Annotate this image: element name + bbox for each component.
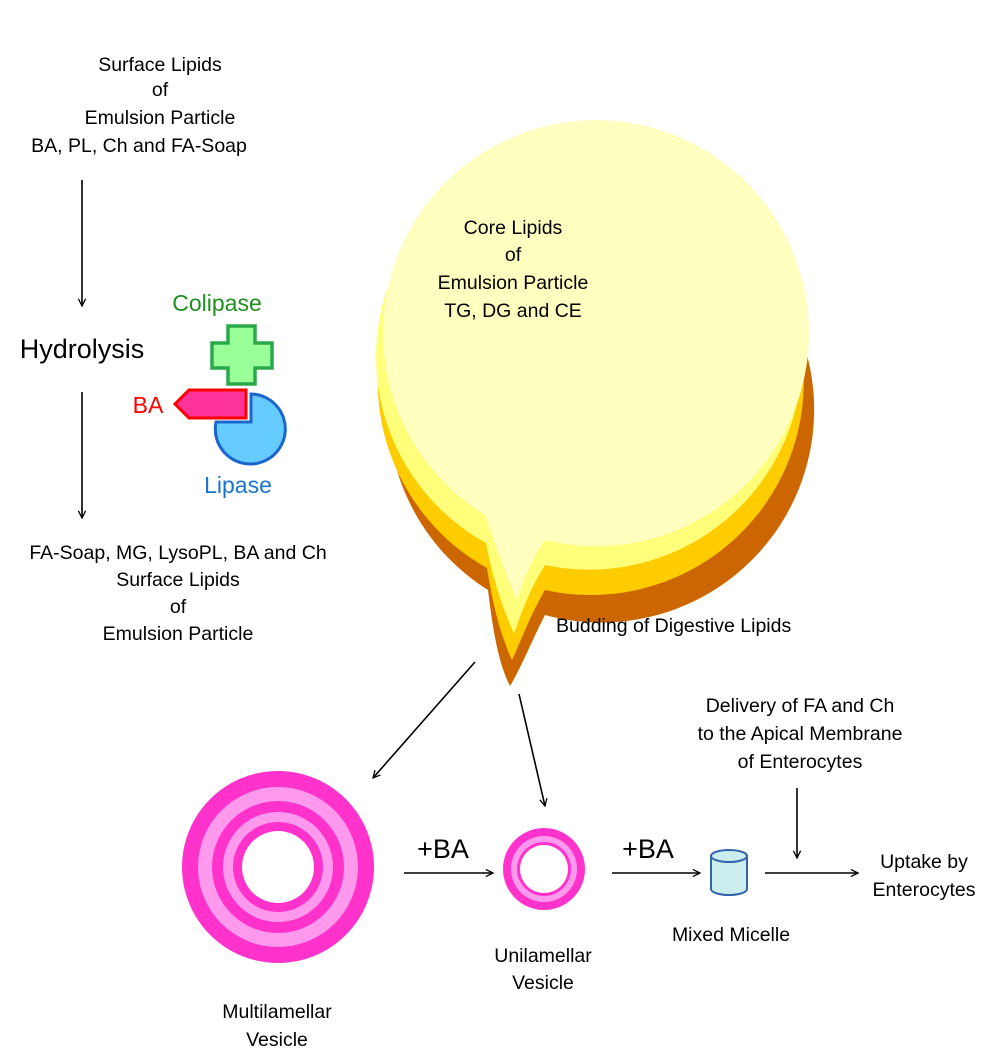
unilamellar-label-line-1: Unilamellar [494, 945, 592, 967]
budding-label: Budding of Digestive Lipids [556, 615, 791, 637]
surface-lipids-top-line-1: Surface Lipids [98, 54, 222, 76]
delivery-label-line-3: of Enterocytes [738, 751, 863, 773]
mixed-micelle-body [710, 855, 748, 896]
surface-lipids-bottom-line-4: Emulsion Particle [103, 623, 254, 645]
enzyme-complex: Colipase BA Lipase [133, 290, 287, 498]
uptake-label-line-1: Uptake by [880, 851, 968, 873]
unilamellar-label-line-2: Vesicle [512, 972, 574, 994]
surface-lipids-bottom-line-2: Surface Lipids [116, 569, 240, 591]
multilamellar-lumen [242, 831, 314, 903]
unilamellar-lumen [520, 845, 568, 893]
lipase-icon [213, 392, 287, 466]
core-lipids-line-2: of [505, 244, 522, 266]
mixed-micelle-label: Mixed Micelle [672, 924, 790, 946]
mixed-micelle-top [710, 849, 748, 863]
hydrolysis-label: Hydrolysis [20, 334, 145, 364]
surface-lipids-top-label: Surface Lipids of Emulsion Particle BA, … [31, 54, 247, 157]
delivery-label-line-2: to the Apical Membrane [698, 723, 903, 745]
ba-arrow-icon [172, 388, 248, 420]
unilamellar-vesicle [503, 828, 585, 910]
mixed-micelle-cylinder-icon [710, 849, 748, 896]
emulsion-particle: Core Lipids of Emulsion Particle TG, DG … [376, 120, 815, 686]
colipase-cross-icon [210, 324, 274, 386]
core-lipids-line-3: Emulsion Particle [438, 272, 589, 294]
surface-lipids-top-line-4: BA, PL, Ch and FA-Soap [31, 135, 247, 157]
surface-lipids-top-line-2: of [152, 79, 169, 101]
arrow-to-multilamellar [373, 661, 476, 778]
core-lipids-line-4: TG, DG and CE [444, 300, 582, 322]
surface-lipids-bottom-label: FA-Soap, MG, LysoPL, BA and Ch Surface L… [29, 542, 326, 645]
ba-label: BA [133, 392, 164, 418]
plus-ba-label-2: +BA [622, 834, 674, 864]
arrow-to-unilamellar [518, 693, 545, 806]
surface-lipids-top-line-3: Emulsion Particle [85, 107, 236, 129]
delivery-label-line-1: Delivery of FA and Ch [706, 695, 895, 717]
plus-ba-label-1: +BA [417, 834, 469, 864]
multilamellar-vesicle [182, 771, 374, 963]
emulsion-core [382, 120, 809, 600]
multilamellar-label-line-1: Multilamellar [222, 1001, 332, 1023]
surface-lipids-bottom-line-1: FA-Soap, MG, LysoPL, BA and Ch [29, 542, 326, 564]
core-lipids-line-1: Core Lipids [464, 217, 563, 239]
lipase-label: Lipase [204, 472, 272, 498]
colipase-label: Colipase [172, 290, 262, 316]
uptake-label-line-2: Enterocytes [873, 879, 976, 901]
surface-lipids-bottom-line-3: of [170, 596, 187, 618]
multilamellar-label-line-2: Vesicle [246, 1029, 308, 1050]
